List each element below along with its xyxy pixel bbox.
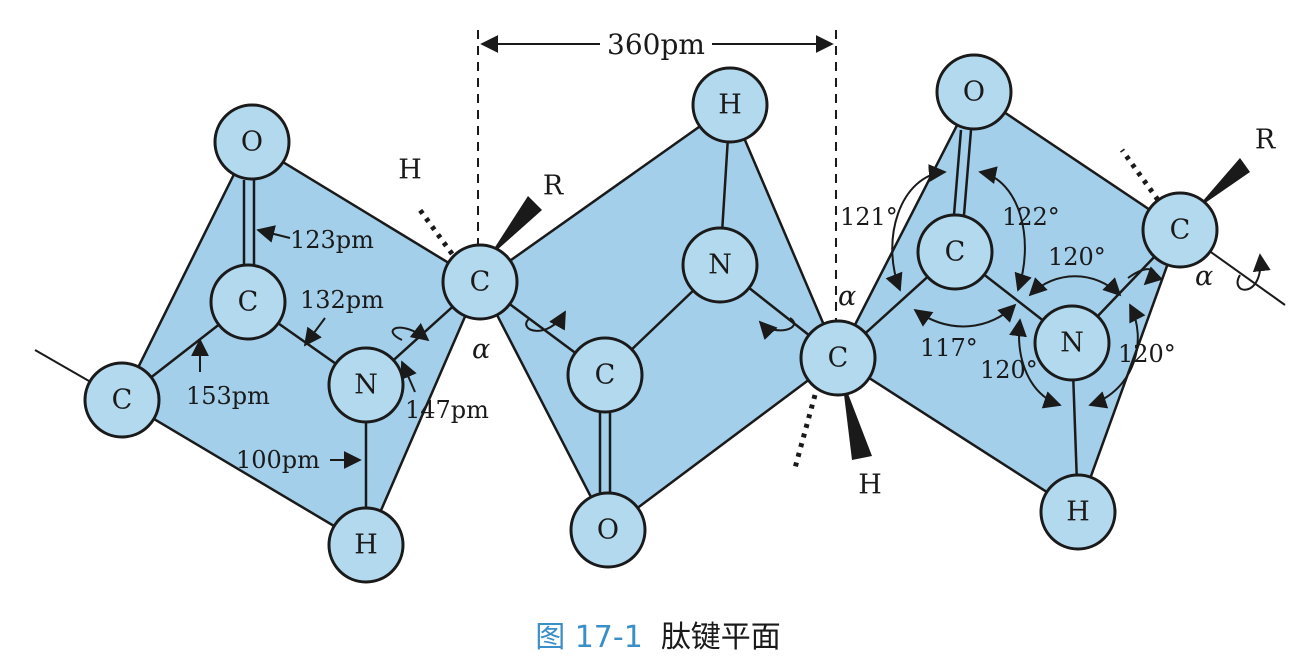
caption-title: 肽键平面 [660, 620, 781, 655]
wedge-bond-ca2-h [842, 378, 872, 460]
pointer-123pm [256, 225, 291, 243]
bond-length-cc: 153pm [186, 382, 270, 410]
svg-text:C: C [1170, 215, 1191, 246]
angle-120-top: 120° [1048, 243, 1106, 271]
peptide-plane-middle [478, 103, 840, 532]
alpha-label-2: α [838, 281, 856, 312]
dimension-label: 360pm [607, 28, 705, 61]
angle-arc-120-left [1009, 318, 1062, 409]
atom-n1: N [327, 346, 405, 424]
svg-text:C: C [595, 360, 616, 391]
atom-c3: C [916, 213, 994, 291]
angle-arc-117 [913, 303, 1017, 328]
rotation-arrow-ca3-right [1236, 253, 1271, 291]
wedge-bond-ca1-r [488, 196, 542, 258]
bond-length-co: 123pm [290, 226, 374, 254]
angle-117: 117° [920, 334, 978, 362]
rotation-arrow-n3-ca3 [1127, 266, 1163, 286]
bond-length-nh: 100pm [236, 446, 320, 474]
atom-o3: O [935, 53, 1013, 131]
bond-length-nca: 147pm [405, 396, 489, 424]
svg-text:N: N [354, 370, 378, 401]
svg-text:C: C [828, 343, 849, 374]
svg-text:C: C [945, 237, 966, 268]
double-bond-c2-o2 [598, 410, 612, 495]
svg-text:N: N [708, 250, 732, 281]
label-r-right: R [1255, 125, 1276, 156]
peptide-plane-right [836, 90, 1182, 514]
angle-121: 121° [840, 203, 898, 231]
svg-text:O: O [963, 77, 985, 108]
svg-text:H: H [1066, 497, 1090, 528]
alpha-label-1: α [472, 334, 490, 365]
atom-ca2: C [799, 319, 877, 397]
svg-text:O: O [241, 127, 263, 158]
atom-c-left: C [83, 361, 161, 439]
angle-arc-122 [978, 166, 1032, 292]
double-bond-c3-o3 [952, 129, 973, 216]
rotation-arrow-ca1-c2 [525, 310, 566, 332]
figure-caption: 图 17-1 肽键平面 [0, 612, 1316, 656]
peptide-plane-diagram: 360pm O C C N H C H N C O C O C N H C H … [34, 28, 1286, 584]
atom-n2: N [681, 226, 759, 304]
svg-text:C: C [112, 385, 133, 416]
wedge-bond-ca3-r [1195, 158, 1250, 210]
label-r-top: R [543, 171, 564, 202]
atom-c1: C [209, 263, 287, 341]
atom-n3: N [1033, 304, 1111, 382]
svg-text:C: C [238, 287, 259, 318]
atom-h1: H [327, 506, 405, 584]
caption-number: 图 17-1 [535, 620, 643, 655]
svg-text:H: H [718, 90, 742, 121]
label-h-top-left: H [398, 155, 422, 186]
atom-ca1: C [441, 243, 519, 321]
bond-length-cn: 132pm [300, 286, 384, 314]
atom-o2: O [569, 491, 647, 569]
alpha-label-3: α [1195, 261, 1213, 292]
pointer-132pm [303, 317, 326, 347]
dotted-bond-ca1-h [417, 208, 461, 264]
double-bond-c1-o1 [242, 180, 256, 265]
svg-text:N: N [1060, 328, 1084, 359]
atom-o1: O [213, 103, 291, 181]
atom-h3: H [1039, 473, 1117, 551]
angle-122: 122° [1002, 203, 1060, 231]
dotted-bond-ca3-back [1119, 148, 1161, 202]
angle-arc-121 [885, 164, 947, 292]
angle-arc-120-right [1088, 303, 1146, 409]
rotation-arrow-n2-ca2 [758, 317, 795, 340]
svg-text:O: O [597, 515, 619, 546]
peptide-plane-left [120, 140, 482, 547]
atom-h2: H [691, 66, 769, 144]
rotation-arrow-n1-ca1 [391, 322, 430, 342]
dotted-bond-ca2-back [792, 394, 818, 469]
angle-120-left: 120° [980, 356, 1038, 384]
label-h-bottom: H [858, 470, 882, 501]
atom-c2: C [566, 336, 644, 414]
angle-120-right: 120° [1118, 340, 1176, 368]
angle-arc-120-top [1028, 275, 1122, 297]
pointer-147pm [400, 360, 417, 393]
atom-ca3: C [1141, 191, 1219, 269]
svg-text:H: H [354, 530, 378, 561]
svg-text:C: C [470, 267, 491, 298]
